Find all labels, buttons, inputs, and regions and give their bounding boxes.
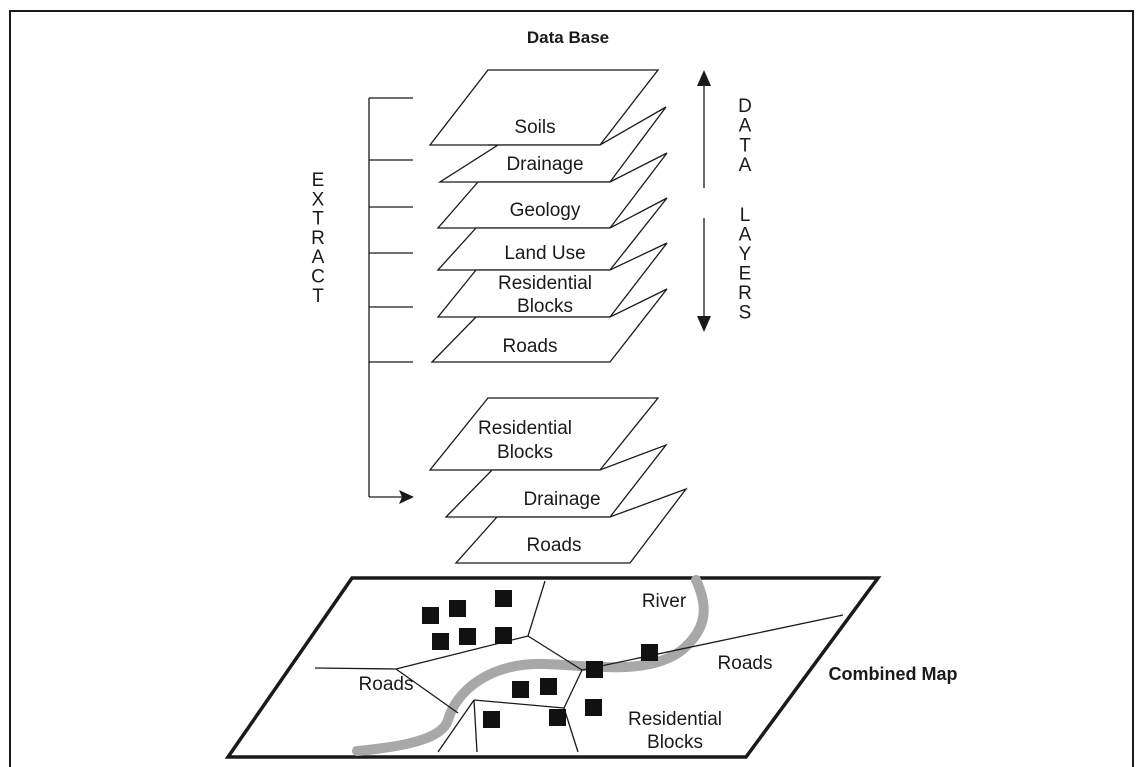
road-line-11	[473, 699, 478, 753]
residential-block	[432, 633, 449, 650]
road-line-6	[527, 635, 583, 671]
road-line-12	[437, 699, 475, 753]
layer-drainage-label: Drainage	[506, 154, 583, 175]
layer-roads: Roads	[430, 288, 668, 363]
layers-letter: A	[739, 225, 752, 246]
extract-arrow-head	[399, 490, 414, 504]
road-line-9	[563, 707, 579, 753]
roads-right-label: Roads	[718, 653, 773, 674]
map-boundaries	[314, 580, 844, 753]
layer-residential-blocks: Residential Blocks	[436, 242, 668, 318]
combined-map-label: Combined Map	[829, 664, 958, 684]
residential-block	[641, 644, 658, 661]
extracted-layer-stack: Residential Blocks Drainage Roads	[428, 397, 688, 564]
extract-bracket	[368, 97, 414, 504]
residential-label-2: Blocks	[647, 732, 703, 753]
diagram-title: Data Base	[527, 28, 609, 47]
extracted-roads-label: Roads	[527, 535, 582, 556]
layer-roads-label: Roads	[503, 336, 558, 357]
extract-letter: T	[312, 209, 324, 230]
layer-residential-blocks-label-2: Blocks	[517, 296, 573, 317]
road-line-7	[563, 669, 583, 709]
river	[352, 575, 709, 756]
residential-block	[449, 600, 466, 617]
extract-letter: R	[311, 228, 325, 249]
data-letter: A	[739, 155, 752, 176]
residential-block	[422, 607, 439, 624]
residential-block	[495, 627, 512, 644]
residential-block	[483, 711, 500, 728]
layer-residential-blocks-plane	[436, 242, 668, 318]
figure-frame	[9, 10, 1134, 767]
extract-letter: E	[312, 170, 325, 191]
road-line-8	[581, 614, 844, 671]
extract-letter: T	[312, 286, 324, 307]
combined-map: River Roads Roads Residential Blocks	[224, 575, 882, 759]
data-letter: D	[738, 96, 752, 117]
residential-block	[585, 699, 602, 716]
residential-block	[540, 678, 557, 695]
residential-block	[549, 709, 566, 726]
extracted-roads: Roads	[454, 487, 688, 564]
residential-block	[459, 628, 476, 645]
extracted-drainage: Drainage	[444, 443, 668, 518]
data-letter: T	[739, 135, 751, 156]
extracted-residential-blocks-label-1: Residential	[478, 418, 572, 439]
extracted-residential-blocks: Residential Blocks	[428, 397, 660, 471]
residential-block	[512, 681, 529, 698]
layers-letter: R	[738, 283, 752, 304]
extracted-drainage-label: Drainage	[523, 489, 600, 510]
residential-block	[495, 590, 512, 607]
layer-geology-label: Geology	[510, 200, 581, 221]
extracted-roads-plane	[454, 487, 688, 564]
data-layers-arrow	[697, 70, 711, 332]
layer-geology: Geology	[436, 152, 668, 229]
extract-letter: X	[312, 189, 325, 210]
residential-blocks	[422, 590, 658, 728]
data-layers-arrow-down-head	[697, 316, 711, 332]
layer-soils-label: Soils	[514, 117, 555, 138]
layer-land-use-plane	[436, 197, 668, 271]
roads-left-label: Roads	[359, 674, 414, 695]
data-layers-arrow-up-head	[697, 70, 711, 86]
road-line-3	[395, 657, 441, 670]
layers-letter: S	[739, 303, 752, 324]
road-line-2	[395, 668, 459, 714]
layers-letter: E	[739, 264, 752, 285]
database-layer-stack: Soils Drainage Geology Land Use Resident…	[428, 69, 668, 363]
extract-letter: C	[311, 267, 325, 288]
layer-land-use-label: Land Use	[504, 243, 585, 264]
extracted-drainage-plane	[444, 443, 668, 518]
extract-letter: A	[312, 247, 325, 268]
road-line-1	[314, 667, 397, 670]
layer-residential-blocks-label-1: Residential	[498, 273, 592, 294]
extracted-residential-blocks-label-2: Blocks	[497, 442, 553, 463]
layer-geology-plane	[436, 152, 668, 229]
layer-land-use: Land Use	[436, 197, 668, 271]
road-line-10	[473, 699, 565, 709]
residential-label-1: Residential	[628, 709, 722, 730]
road-line-5	[527, 580, 546, 637]
layers-letter: Y	[739, 244, 752, 265]
road-line-4	[439, 635, 529, 659]
data-letter: A	[739, 116, 752, 137]
river-label: River	[642, 591, 687, 612]
residential-block	[586, 661, 603, 678]
layer-roads-plane	[430, 288, 668, 363]
layers-letter: L	[740, 205, 751, 226]
